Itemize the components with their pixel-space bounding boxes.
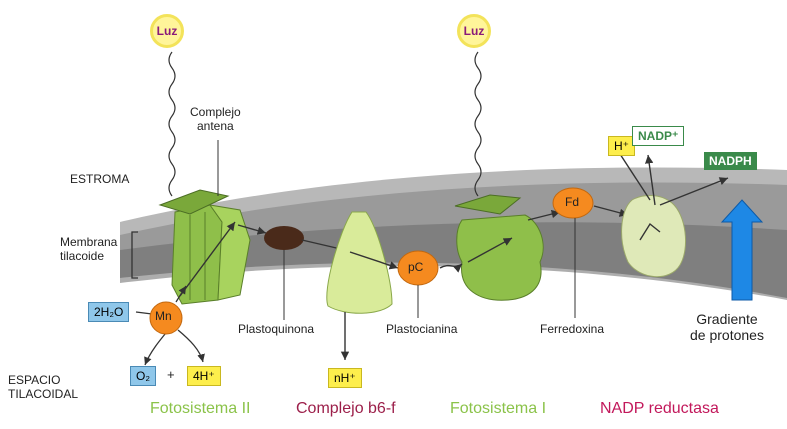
light-wave-left	[169, 52, 175, 196]
proton-gradient-label-line2: de protones	[690, 327, 764, 343]
lumen-label-line2: TILACOIDAL	[8, 388, 78, 402]
ferredoxin-label: Ferredoxina	[540, 323, 604, 337]
membrane-label-line1: Membrana	[60, 236, 117, 250]
proton-gradient-label-line1: Gradiente	[690, 311, 764, 327]
plastoquinone-shape	[264, 226, 304, 250]
antenna-label-line1: Complejo	[190, 106, 241, 120]
nadph-box: NADPH	[704, 152, 757, 170]
stroma-label: ESTROMA	[70, 173, 129, 187]
antenna-label-line2: antena	[190, 120, 241, 134]
membrane-label: Membrana tilacoide	[60, 236, 117, 264]
proton-gradient-label: Gradiente de protones	[690, 311, 764, 343]
antenna-label: Complejo antena	[190, 106, 241, 134]
membrane-label-line2: tilacoide	[60, 250, 117, 264]
pc-label: pC	[408, 261, 423, 275]
mn-label: Mn	[155, 310, 172, 324]
complex-name-psii: Fotosistema II	[150, 400, 250, 418]
complex-name-nadp-reductase: NADP reductasa	[600, 400, 719, 418]
plastocyanin-label: Plastocianina	[386, 323, 457, 337]
light-source-left: Luz	[150, 14, 184, 48]
plus-sign: +	[167, 368, 175, 383]
nadp-plus-box: NADP⁺	[632, 126, 684, 146]
h-plus-box: H⁺	[608, 136, 635, 156]
nadp-reductase-shape	[622, 195, 686, 276]
fd-label: Fd	[565, 196, 579, 210]
light-source-right: Luz	[457, 14, 491, 48]
protons-4h-box: 4H⁺	[187, 366, 221, 386]
lumen-label-line1: ESPACIO	[8, 374, 78, 388]
plastoquinone-label: Plastoquinona	[238, 323, 314, 337]
protons-nh-box: nH⁺	[328, 368, 362, 388]
oxygen-box: O₂	[130, 366, 156, 386]
complex-name-b6f: Complejo b6-f	[296, 400, 396, 418]
water-box: 2H₂O	[88, 302, 129, 322]
complex-name-psi: Fotosistema I	[450, 400, 546, 418]
lumen-label: ESPACIO TILACOIDAL	[8, 374, 78, 402]
